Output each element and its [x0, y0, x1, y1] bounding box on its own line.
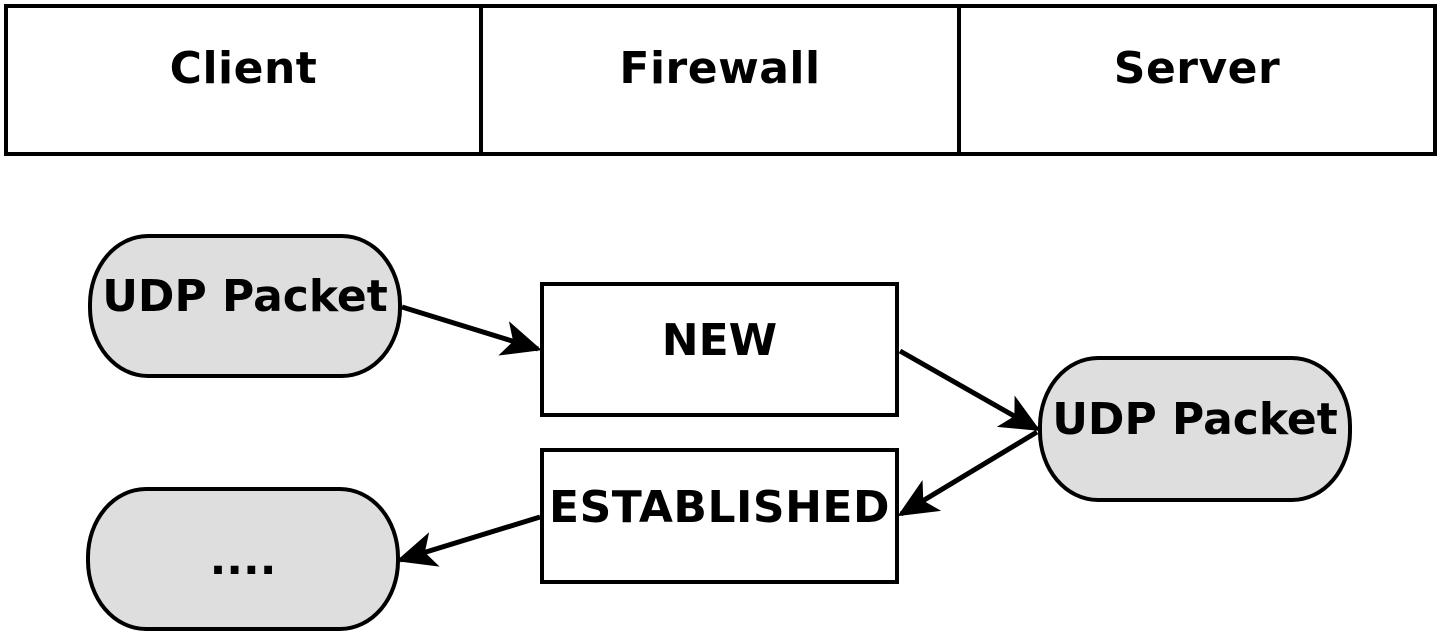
arrow-client-packet-to-new: [401, 304, 542, 356]
arrow-new-to-server-packet: [898, 348, 1041, 432]
client-continuation-node: ....: [86, 487, 400, 631]
state-new-box: NEW: [540, 282, 899, 417]
client-udp-packet-node: UDP Packet: [88, 234, 402, 378]
lane-server: Server: [1113, 42, 1281, 94]
arrow-established-to-continuation: [396, 514, 541, 567]
server-udp-packet-node: UDP Packet: [1038, 356, 1352, 502]
lane-header: Client Firewall Server: [4, 4, 1437, 156]
lane-firewall: Firewall: [483, 8, 961, 152]
lane-client: Client: [8, 8, 483, 152]
state-established-box: ESTABLISHED: [540, 448, 899, 584]
arrow-server-packet-to-established: [897, 429, 1039, 517]
